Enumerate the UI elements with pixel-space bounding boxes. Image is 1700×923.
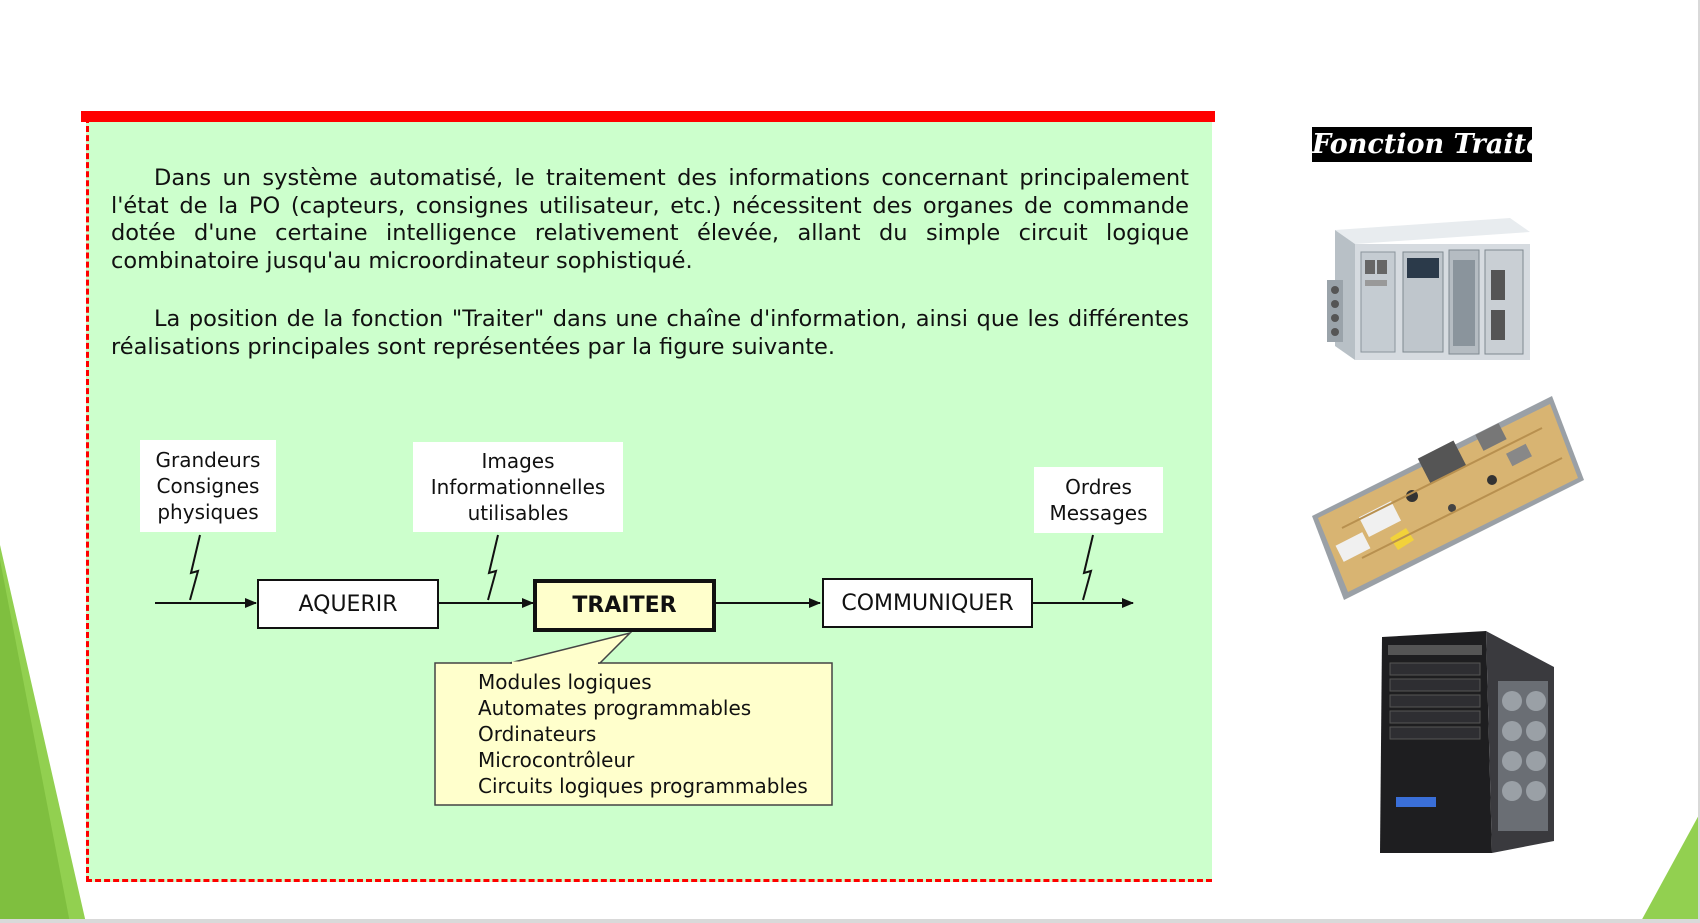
slide-bottom-rule [0, 919, 1700, 923]
realisations-callout [434, 662, 833, 806]
realisation-item: Microcontrôleur [478, 748, 635, 772]
intro-paragraph: Dans un système automatisé, le traitemen… [111, 165, 1189, 274]
circuit-board-photo [1302, 388, 1588, 610]
output-label: Ordres Messages [1034, 467, 1163, 533]
input-lightning-icon [189, 534, 201, 601]
input-label: Grandeurs Consignes physiques [140, 440, 276, 532]
input-label-line: physiques [157, 500, 259, 524]
plc-unit-photo [1315, 200, 1535, 368]
realisations-list: Modules logiques Automates programmables… [478, 669, 838, 799]
middle-label: Images Informationnelles utilisables [413, 442, 623, 532]
realisation-item: Automates programmables [478, 696, 752, 720]
middle-label-line: utilisables [467, 501, 569, 525]
input-label-line: Consignes [156, 474, 260, 498]
realisation-item: Modules logiques [478, 670, 652, 694]
middle-label-line: Informationnelles [430, 475, 606, 499]
output-label-line: Ordres [1065, 475, 1132, 499]
middle-label-line: Images [481, 449, 555, 473]
process-block: TRAITER [533, 579, 716, 632]
middle-lightning-icon [487, 534, 499, 601]
sidebar-title: Fonction Traiter [1312, 127, 1532, 162]
input-label-line: Grandeurs [155, 448, 261, 472]
realisation-item: Circuits logiques programmables [478, 774, 808, 798]
communicate-block: COMMUNIQUER [822, 578, 1033, 628]
output-label-line: Messages [1049, 501, 1148, 525]
acquire-block: AQUERIR [257, 579, 439, 629]
output-lightning-icon [1082, 534, 1094, 601]
panel-top-bar [81, 111, 1215, 122]
realisation-item: Ordinateurs [478, 722, 597, 746]
slide-right-rule [1698, 0, 1700, 923]
position-paragraph: La position de la fonction "Traiter" dan… [111, 306, 1189, 360]
computer-tower-photo [1366, 627, 1566, 859]
